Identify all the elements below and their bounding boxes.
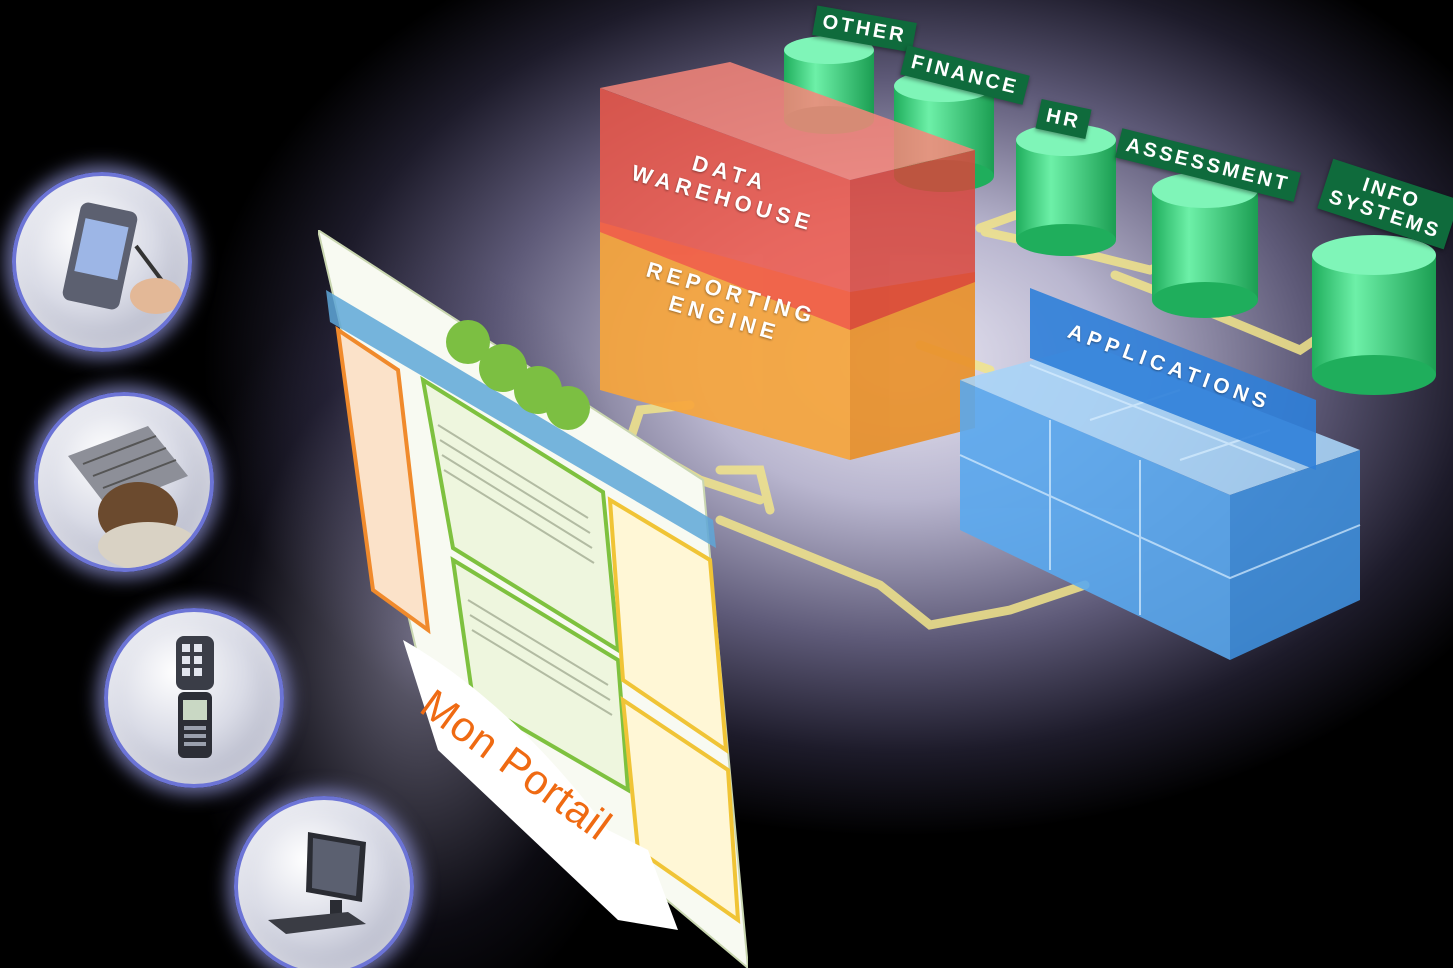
portal-label-banner	[403, 640, 678, 930]
applications-banner	[1030, 288, 1316, 470]
portal-photos	[446, 320, 590, 430]
portal-right-column	[607, 496, 729, 755]
portal-navbar	[326, 290, 716, 548]
phone-icon	[176, 636, 214, 758]
portal-left-column	[335, 325, 431, 635]
portal-main-panel	[420, 375, 621, 654]
portal-screen	[318, 230, 748, 968]
monitor-icon	[268, 832, 366, 934]
laptop-icon	[68, 426, 198, 568]
database-assessment	[1152, 172, 1258, 318]
portal-right-lower	[620, 695, 741, 925]
device-pda[interactable]	[12, 172, 192, 352]
data-warehouse-box	[600, 62, 975, 330]
device-laptop[interactable]	[34, 392, 214, 572]
pda-icon	[62, 202, 182, 314]
database-info-systems	[1312, 235, 1436, 395]
device-desktop-computer[interactable]	[234, 796, 414, 968]
portal-text-lines	[437, 424, 613, 716]
device-mobile-phone[interactable]	[104, 608, 284, 788]
database-hr	[1016, 124, 1116, 256]
